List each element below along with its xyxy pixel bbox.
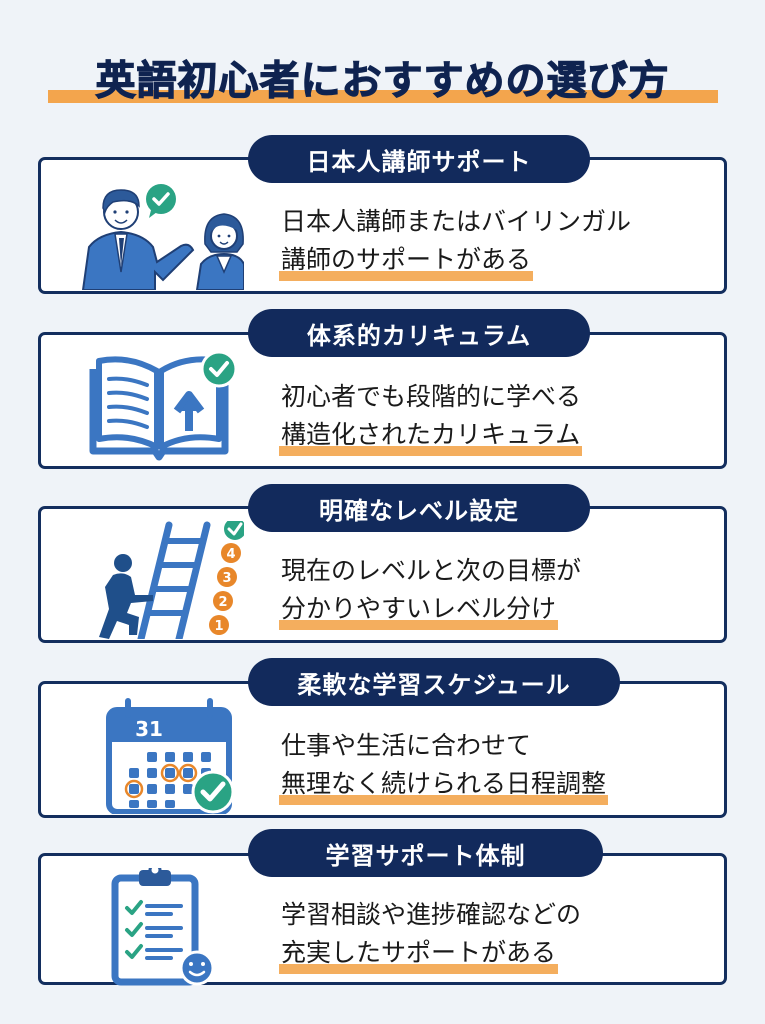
- card-5-line1: 学習相談や進捗確認などの: [281, 900, 582, 929]
- card-3-heading-pill: 明確なレベル設定: [248, 484, 590, 532]
- title-wrap: 英語初心者におすすめの選び方: [0, 48, 765, 106]
- level-3: 3: [222, 571, 231, 586]
- card-3-line2: 分かりやすいレベル分け: [281, 594, 557, 623]
- card-5-heading-pill: 学習サポート体制: [248, 829, 603, 877]
- card-2-heading-pill: 体系的カリキュラム: [248, 309, 590, 357]
- card-4-line2-wrap: 無理なく続けられる日程調整: [279, 765, 609, 805]
- card-2-line2-wrap: 構造化されたカリキュラム: [279, 416, 583, 456]
- highlight-underline: [279, 620, 559, 630]
- card-5-line2: 充実したサポートがある: [281, 938, 557, 967]
- card-1-line1: 日本人講師またはバイリンガル: [281, 207, 632, 236]
- calendar-day: 31: [135, 717, 163, 741]
- open-book-icon: [89, 350, 238, 461]
- ladder-levels-icon: 1 2 3 4: [99, 521, 244, 639]
- title-underline: [48, 90, 718, 103]
- card-3-heading: 明確なレベル設定: [319, 496, 519, 525]
- card-4-heading-pill: 柔軟な学習スケジュール: [248, 658, 620, 706]
- card-3-line1: 現在のレベルと次の目標が: [281, 556, 582, 585]
- card-4-heading: 柔軟な学習スケジュール: [297, 670, 571, 699]
- level-2: 2: [218, 595, 227, 610]
- card-3-line2-wrap: 分かりやすいレベル分け: [279, 590, 559, 630]
- teachers-icon: [81, 184, 244, 290]
- card-2-heading: 体系的カリキュラム: [306, 321, 532, 350]
- card-1-line2-wrap: 講師のサポートがある: [279, 241, 534, 281]
- card-5-line2-wrap: 充実したサポートがある: [279, 934, 559, 974]
- highlight-underline: [279, 964, 559, 974]
- card-4-line2: 無理なく続けられる日程調整: [281, 769, 607, 798]
- page-title: 英語初心者におすすめの選び方: [95, 57, 670, 104]
- highlight-underline: [279, 271, 534, 281]
- card-1-description: 日本人講師またはバイリンガル 講師のサポートがある: [279, 203, 632, 281]
- card-japanese-teacher-support: 日本人講師またはバイリンガル 講師のサポートがある: [38, 157, 727, 294]
- highlight-underline: [279, 795, 609, 805]
- card-4-description: 仕事や生活に合わせて 無理なく続けられる日程調整: [279, 727, 609, 805]
- calendar-icon: 31: [106, 698, 235, 814]
- card-5-heading: 学習サポート体制: [325, 841, 526, 870]
- level-4: 4: [226, 547, 235, 562]
- card-2-description: 初心者でも段階的に学べる 構造化されたカリキュラム: [279, 378, 583, 456]
- card-2-line1: 初心者でも段階的に学べる: [281, 382, 582, 411]
- card-5-description: 学習相談や進捗確認などの 充実したサポートがある: [279, 896, 582, 974]
- clipboard-checklist-icon: [111, 868, 215, 986]
- card-2-line2: 構造化されたカリキュラム: [281, 420, 581, 449]
- card-4-line1: 仕事や生活に合わせて: [281, 731, 532, 760]
- card-3-description: 現在のレベルと次の目標が 分かりやすいレベル分け: [279, 552, 582, 630]
- card-1-heading: 日本人講師サポート: [306, 147, 532, 176]
- card-1-line2: 講師のサポートがある: [281, 245, 532, 274]
- card-1-heading-pill: 日本人講師サポート: [248, 135, 590, 183]
- level-1: 1: [214, 619, 223, 634]
- highlight-underline: [279, 446, 583, 456]
